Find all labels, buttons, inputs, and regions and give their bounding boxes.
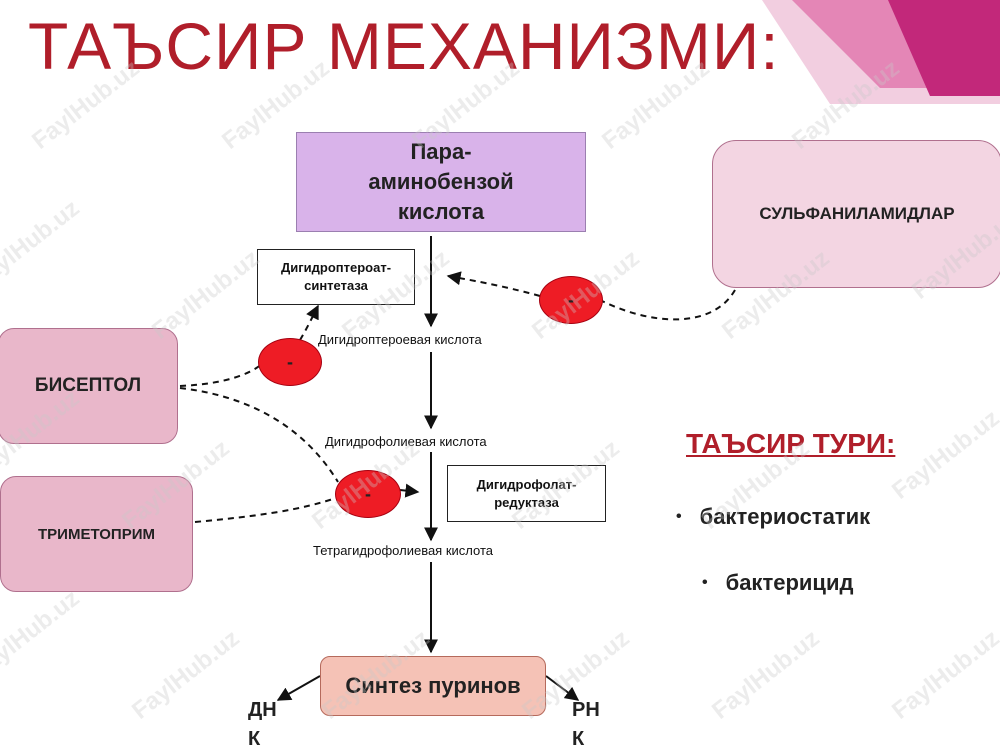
inhibition-marker-trimethoprim: -: [335, 470, 401, 518]
action-type-bacteriostatic: бактериостатик: [699, 504, 871, 529]
slide-title: ТАЪСИР МЕХАНИЗМИ:: [28, 9, 780, 83]
rna-label: РН К: [572, 699, 600, 750]
sulfonamides-box: СУЛЬФАНИЛАМИДЛАР: [712, 140, 1000, 288]
action-type-bactericidal: бактерицид: [725, 570, 854, 595]
inhibition-marker-biseptol: -: [258, 338, 322, 386]
biseptol-label: БИСЕПТОЛ: [34, 375, 142, 396]
enzyme1-label: Дигидроптероат-синтетаза: [280, 260, 392, 293]
dna-label: ДН К: [248, 699, 277, 750]
inhibition-marker-sulfonamides: -: [539, 276, 603, 324]
minus-sign: -: [365, 483, 371, 504]
purine-synthesis-box: Синтез пуринов: [320, 656, 546, 716]
action-type-item: • бактерицид: [702, 570, 853, 596]
step-tetrahydrofolic-acid: Тетрагидрофолиевая кислота: [313, 543, 493, 558]
paba-box: Пара-аминобензой кислота: [296, 132, 586, 232]
sulfonamides-label: СУЛЬФАНИЛАМИДЛАР: [759, 204, 955, 223]
paba-label: Пара-аминобензой кислота: [368, 139, 514, 224]
bullet-icon: •: [702, 574, 708, 591]
enzyme2-label: Дигидрофолат-редуктаза: [476, 476, 577, 510]
trimethoprim-box: ТРИМЕТОПРИМ: [0, 476, 193, 592]
minus-sign: -: [568, 289, 574, 310]
action-type-title: ТАЪСИР ТУРИ:: [686, 428, 896, 459]
action-type-item: • бактериостатик: [676, 504, 870, 530]
step-dihydropteroic-acid: Дигидроптероевая кислота: [318, 332, 482, 347]
enzyme-dihydropteroate-synthetase: Дигидроптероат-синтетаза: [257, 249, 415, 305]
step-dihydrofolic-acid: Дигидрофолиевая кислота: [325, 434, 487, 449]
bullet-icon: •: [676, 508, 682, 525]
trimethoprim-label: ТРИМЕТОПРИМ: [38, 525, 155, 543]
biseptol-box: БИСЕПТОЛ: [0, 328, 178, 444]
minus-sign: -: [287, 351, 293, 372]
enzyme-dihydrofolate-reductase: Дигидрофолат-редуктаза: [447, 465, 606, 522]
purine-synthesis-label: Синтез пуринов: [345, 673, 521, 698]
